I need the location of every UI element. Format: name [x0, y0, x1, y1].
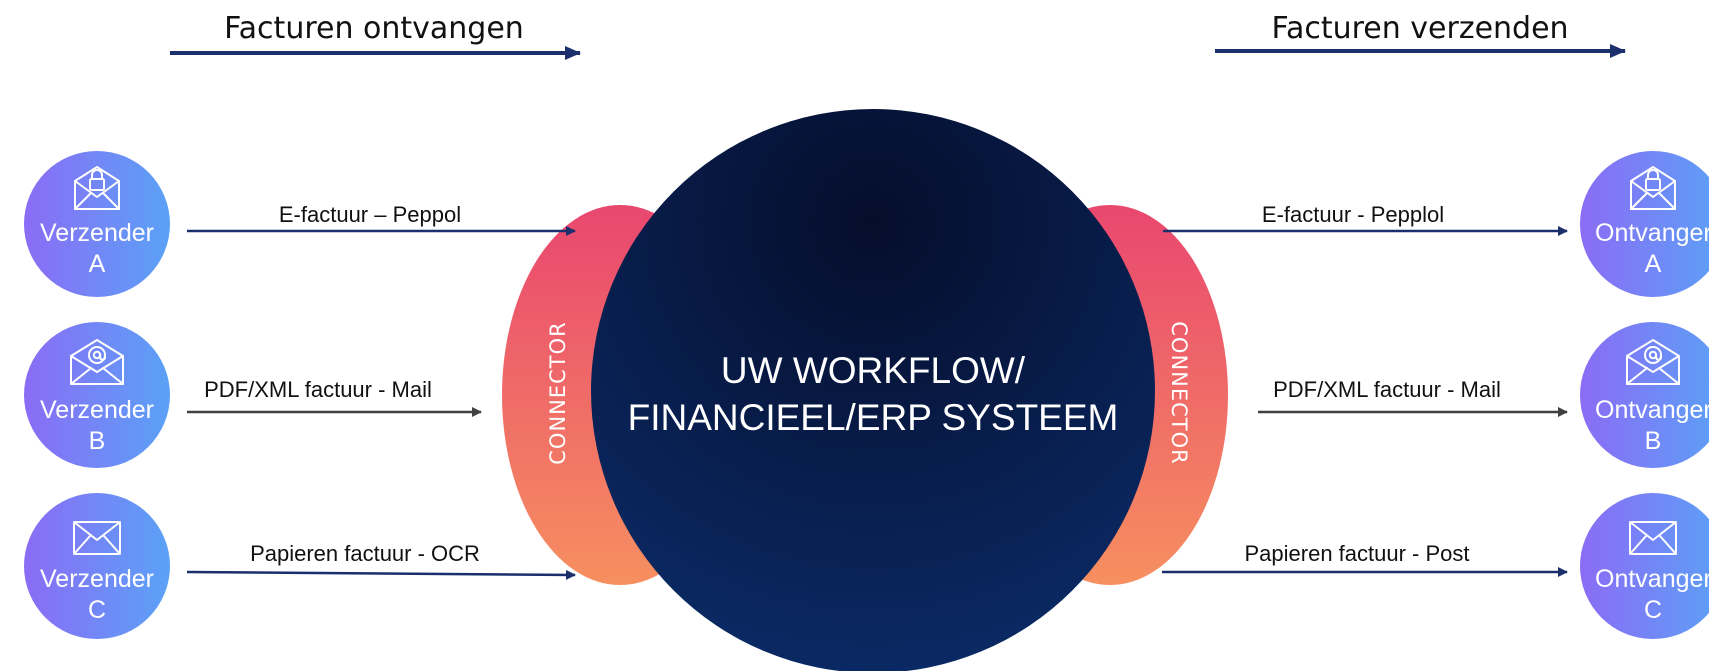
incoming-flow-label-b: PDF/XML factuur - Mail: [204, 377, 432, 402]
receiver-letter-b: B: [1645, 427, 1662, 455]
envelope-at-icon: [70, 339, 124, 385]
sender-name-a: Verzender: [40, 219, 154, 247]
receiver-name-c: Ontvanger: [1595, 565, 1709, 593]
center-title-line1: UW WORKFLOW/: [721, 350, 1026, 391]
receiver-letter-a: A: [1645, 250, 1662, 278]
receiver-name-a: Ontvanger: [1595, 219, 1709, 247]
center-title-line2: FINANCIEEL/ERP SYSTEEM: [628, 397, 1119, 438]
incoming-flow-label-a: E-factuur – Peppol: [279, 202, 461, 227]
receiver-node-c: Ontvanger C: [1580, 493, 1709, 639]
incoming-arrow-c: [186, 569, 576, 580]
sender-name-b: Verzender: [40, 396, 154, 424]
envelope-icon: [1629, 521, 1677, 555]
sender-name-c: Verzender: [40, 565, 154, 593]
envelope-icon: [73, 521, 121, 555]
header-send: Facturen verzenden: [1271, 11, 1568, 46]
sender-node-a: Verzender A: [24, 151, 170, 297]
outgoing-flow-label-b: PDF/XML factuur - Mail: [1273, 377, 1501, 402]
envelope-lock-icon: [1630, 166, 1676, 210]
receiver-node-a: Ontvanger A: [1580, 151, 1709, 297]
sender-letter-b: B: [89, 427, 106, 455]
connector-right-label: CONNECTOR: [1167, 321, 1191, 465]
sender-node-b: Verzender B: [24, 322, 170, 468]
center-system-circle: [591, 109, 1155, 671]
header-receive: Facturen ontvangen: [224, 11, 524, 46]
receiver-letter-c: C: [1644, 596, 1662, 624]
envelope-lock-icon: [74, 166, 120, 210]
connector-left-label: CONNECTOR: [546, 321, 570, 465]
envelope-at-icon: [1626, 339, 1680, 385]
receiver-node-b: Ontvanger B: [1580, 322, 1709, 468]
receiver-name-b: Ontvanger: [1595, 396, 1709, 424]
outgoing-flow-label-a: E-factuur - Pepplol: [1262, 202, 1444, 227]
sender-letter-c: C: [88, 596, 106, 624]
sender-node-c: Verzender C: [24, 493, 170, 639]
incoming-flow-label-c: Papieren factuur - OCR: [250, 541, 480, 566]
sender-letter-a: A: [89, 250, 106, 278]
outgoing-flow-label-c: Papieren factuur - Post: [1244, 541, 1469, 566]
